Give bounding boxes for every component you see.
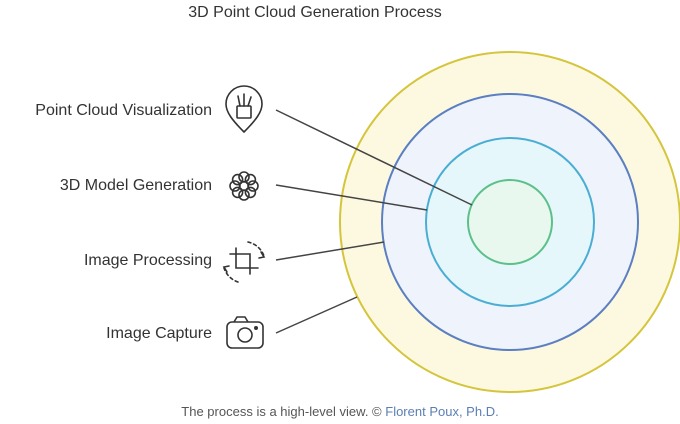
layer-label-image-capture: Image Capture (106, 325, 212, 342)
connector-line-point-cloud-visualization (275, 109, 473, 206)
author-credit: Florent Poux, Ph.D. (385, 404, 499, 419)
layer-label-3d-model-generation: 3D Model Generation (59, 177, 212, 194)
layer-label-point-cloud-visualization: Point Cloud Visualization (35, 102, 212, 119)
paint-brushes-icon (225, 85, 263, 133)
connector-line-3d-model-generation (275, 184, 428, 211)
layer-label-image-processing: Image Processing (83, 252, 212, 269)
footer-text: The process is a high-level view. © (181, 404, 386, 419)
connector-line-image-processing (275, 241, 385, 261)
diagram-title: 3D Point Cloud Generation Process (188, 4, 442, 21)
layer-ring-point-cloud-visualization (467, 179, 553, 265)
crop-rotate-icon (222, 241, 266, 283)
camera-icon (226, 316, 264, 349)
footer-note: The process is a high-level view. © Flor… (0, 404, 680, 419)
flower-icon (229, 171, 259, 201)
connector-line-image-capture (275, 296, 358, 334)
